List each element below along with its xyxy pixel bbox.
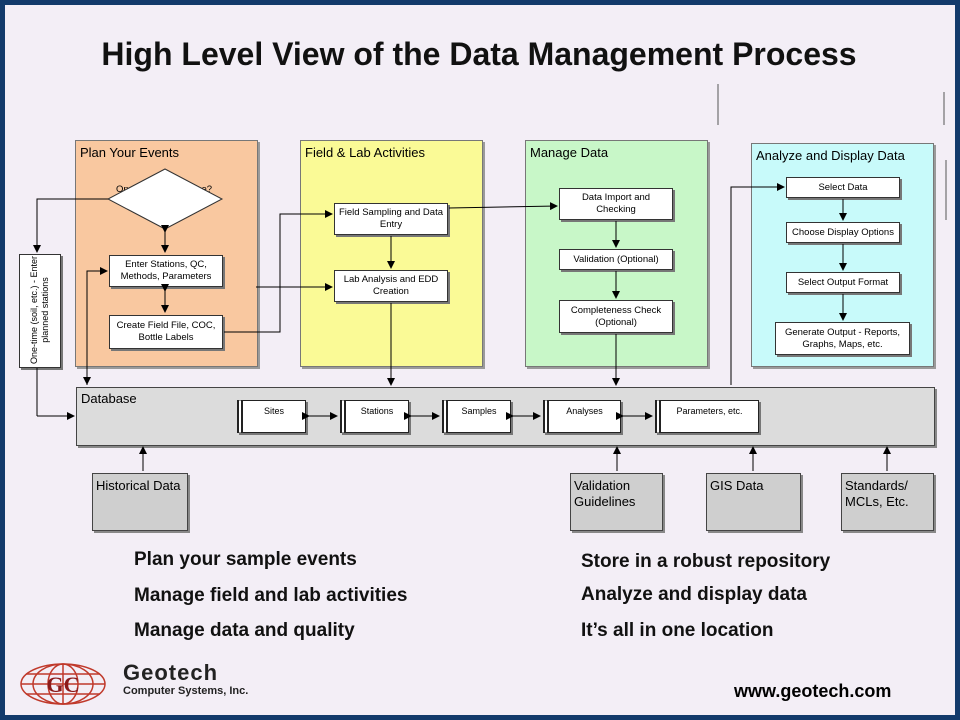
- bullet-left-2: Manage field and lab activities: [134, 585, 408, 606]
- select-output-format-box: Select Output Format: [786, 272, 900, 293]
- decision-diamond: [106, 168, 224, 230]
- table-label: Sites: [263, 406, 284, 416]
- bullet-right-2: Analyze and display data: [581, 584, 807, 605]
- database-title: Database: [81, 391, 137, 406]
- logo-monogram-icon: GC: [47, 672, 80, 697]
- table-sites: Sites: [237, 400, 306, 433]
- table-stations: Stations: [340, 400, 409, 433]
- bullet-left-1: Plan your sample events: [134, 549, 357, 570]
- table-label: Analyses: [566, 406, 603, 416]
- logo-name: Geotech: [123, 660, 219, 685]
- page-title: High Level View of the Data Management P…: [101, 36, 857, 72]
- standards-box: Standards/ MCLs, Etc.: [841, 473, 934, 531]
- logo-globe-icon: [20, 663, 106, 705]
- bullet-right-3: It’s all in one location: [581, 620, 774, 641]
- data-import-box: Data Import and Checking: [559, 188, 673, 220]
- table-label: Samples: [461, 406, 497, 416]
- bullet-left-3: Manage data and quality: [134, 620, 355, 641]
- field-panel-title: Field & Lab Activities: [305, 145, 425, 160]
- table-label: Stations: [360, 406, 394, 416]
- generate-output-box: Generate Output - Reports, Graphs, Maps,…: [775, 322, 910, 355]
- lab-analysis-box: Lab Analysis and EDD Creation: [334, 270, 448, 302]
- manage-panel-title: Manage Data: [530, 145, 609, 160]
- validation-box: Validation (Optional): [559, 249, 673, 270]
- create-field-file-box: Create Field File, COC, Bottle Labels: [109, 315, 223, 349]
- historical-data-box: Historical Data: [92, 473, 188, 531]
- gis-data-box: GIS Data: [706, 473, 801, 531]
- website-url[interactable]: www.geotech.com: [734, 681, 892, 701]
- table-label: Parameters, etc.: [676, 406, 743, 416]
- field-sampling-box: Field Sampling and Data Entry: [334, 203, 448, 235]
- table-samples: Samples: [442, 400, 511, 433]
- choose-display-options-box: Choose Display Options: [786, 222, 900, 243]
- one-time-note-box: [19, 254, 61, 368]
- table-parameters: Parameters, etc.: [655, 400, 759, 433]
- plan-panel-title: Plan Your Events: [80, 145, 180, 160]
- bullet-right-1: Store in a robust repository: [581, 551, 831, 572]
- table-analyses: Analyses: [543, 400, 621, 433]
- enter-stations-box: Enter Stations, QC, Methods, Parameters: [109, 255, 223, 287]
- select-data-box: Select Data: [786, 177, 900, 198]
- analyze-panel-title: Analyze and Display Data: [756, 148, 905, 163]
- completeness-check-box: Completeness Check (Optional): [559, 300, 673, 333]
- validation-guidelines-box: Validation Guidelines: [570, 473, 663, 531]
- logo-subtitle: Computer Systems, Inc.: [123, 685, 249, 697]
